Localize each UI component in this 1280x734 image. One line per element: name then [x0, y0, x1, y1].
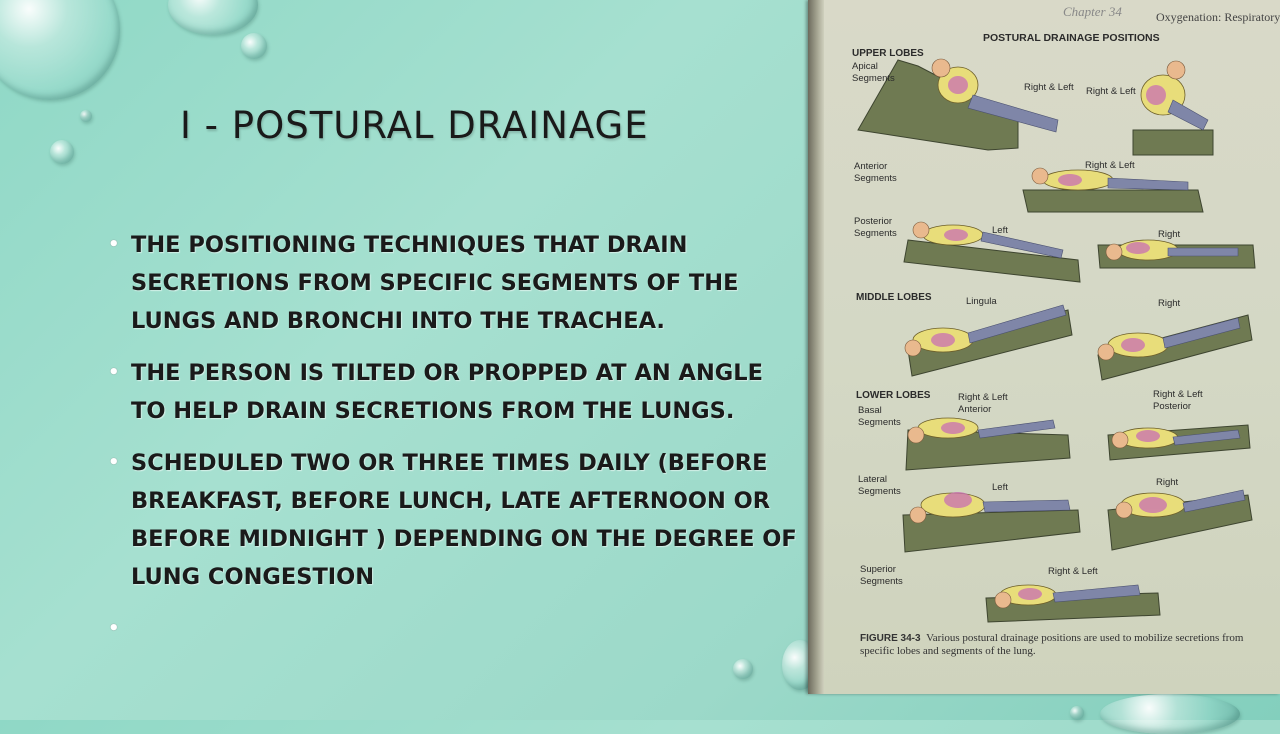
book-spine: [808, 0, 824, 694]
position-label: Right: [1158, 229, 1181, 240]
bullet-text: SCHEDULED TWO OR THREE TIMES DAILY (BEFO…: [131, 450, 797, 590]
segment-label-basal: Basal Segments: [858, 405, 901, 428]
bullet-text: THE POSITIONING TECHNIQUES THAT DRAIN SE…: [131, 232, 739, 334]
bullet-item: • THE PERSON IS TILTED OR PROPPED AT AN A…: [108, 354, 798, 430]
segment-label-posterior: Posterior Segments: [854, 216, 897, 239]
bullet-item: • SCHEDULED TWO OR THREE TIMES DAILY (BEF…: [108, 444, 798, 596]
drainage-illustrations: [857, 58, 1256, 623]
position-label: Right & Left: [1048, 566, 1098, 577]
segment-label-anterior: Anterior Segments: [854, 161, 897, 184]
position-label: Right & Left Posterior: [1153, 389, 1203, 412]
bullet-icon: •: [108, 362, 120, 383]
position-label: Right: [1156, 477, 1179, 488]
position-label: Left: [992, 482, 1008, 493]
section-middle-lobes: MIDDLE LOBES: [856, 292, 932, 303]
water-drop-decoration: [50, 140, 74, 164]
bullet-icon: •: [108, 234, 120, 255]
section-lower-lobes: LOWER LOBES: [856, 390, 931, 401]
water-drop-decoration: [1070, 706, 1084, 720]
slide-title: I - POSTURAL DRAINAGE: [180, 104, 649, 147]
water-drop-decoration: [0, 0, 120, 100]
position-label: Right: [1158, 298, 1181, 309]
chapter-label: Chapter 34: [1063, 4, 1122, 19]
figure-number: FIGURE 34-3: [860, 633, 921, 644]
bullet-item-empty: •: [108, 610, 798, 648]
bullet-icon: •: [108, 618, 120, 639]
postural-drainage-figure-photo: Chapter 34 Oxygenation: Respiratory Fun …: [808, 0, 1280, 694]
water-drop-decoration: [168, 0, 258, 35]
position-label: Right & Left: [1086, 86, 1136, 97]
position-label: Right & Left Anterior: [958, 392, 1008, 415]
figure-caption: FIGURE 34-3 Various postural drainage po…: [860, 632, 1275, 658]
bullet-text: THE PERSON IS TILTED OR PROPPED AT AN AN…: [131, 360, 763, 424]
water-drop-decoration: [80, 110, 92, 122]
running-head: Oxygenation: Respiratory Fun: [1156, 10, 1280, 24]
position-label: Lingula: [966, 296, 997, 307]
figure-heading: POSTURAL DRAINAGE POSITIONS: [983, 32, 1160, 44]
segment-label-apical: Apical Segments: [852, 61, 895, 84]
water-drop-decoration: [241, 33, 267, 59]
segment-label-superior: Superior Segments: [860, 564, 903, 587]
bullet-list: • THE POSITIONING TECHNIQUES THAT DRAIN S…: [108, 226, 798, 662]
bullet-icon: •: [108, 452, 120, 473]
bullet-item: • THE POSITIONING TECHNIQUES THAT DRAIN S…: [108, 226, 798, 340]
position-label: Left: [992, 225, 1008, 236]
segment-label-lateral: Lateral Segments: [858, 474, 901, 497]
water-drop-decoration: [733, 659, 753, 679]
figure-caption-text: Various postural drainage positions are …: [860, 632, 1244, 657]
position-label: Right & Left: [1085, 160, 1135, 171]
position-label: Right & Left: [1024, 82, 1074, 93]
water-drop-decoration: [1100, 694, 1240, 734]
section-upper-lobes: UPPER LOBES: [852, 48, 924, 59]
